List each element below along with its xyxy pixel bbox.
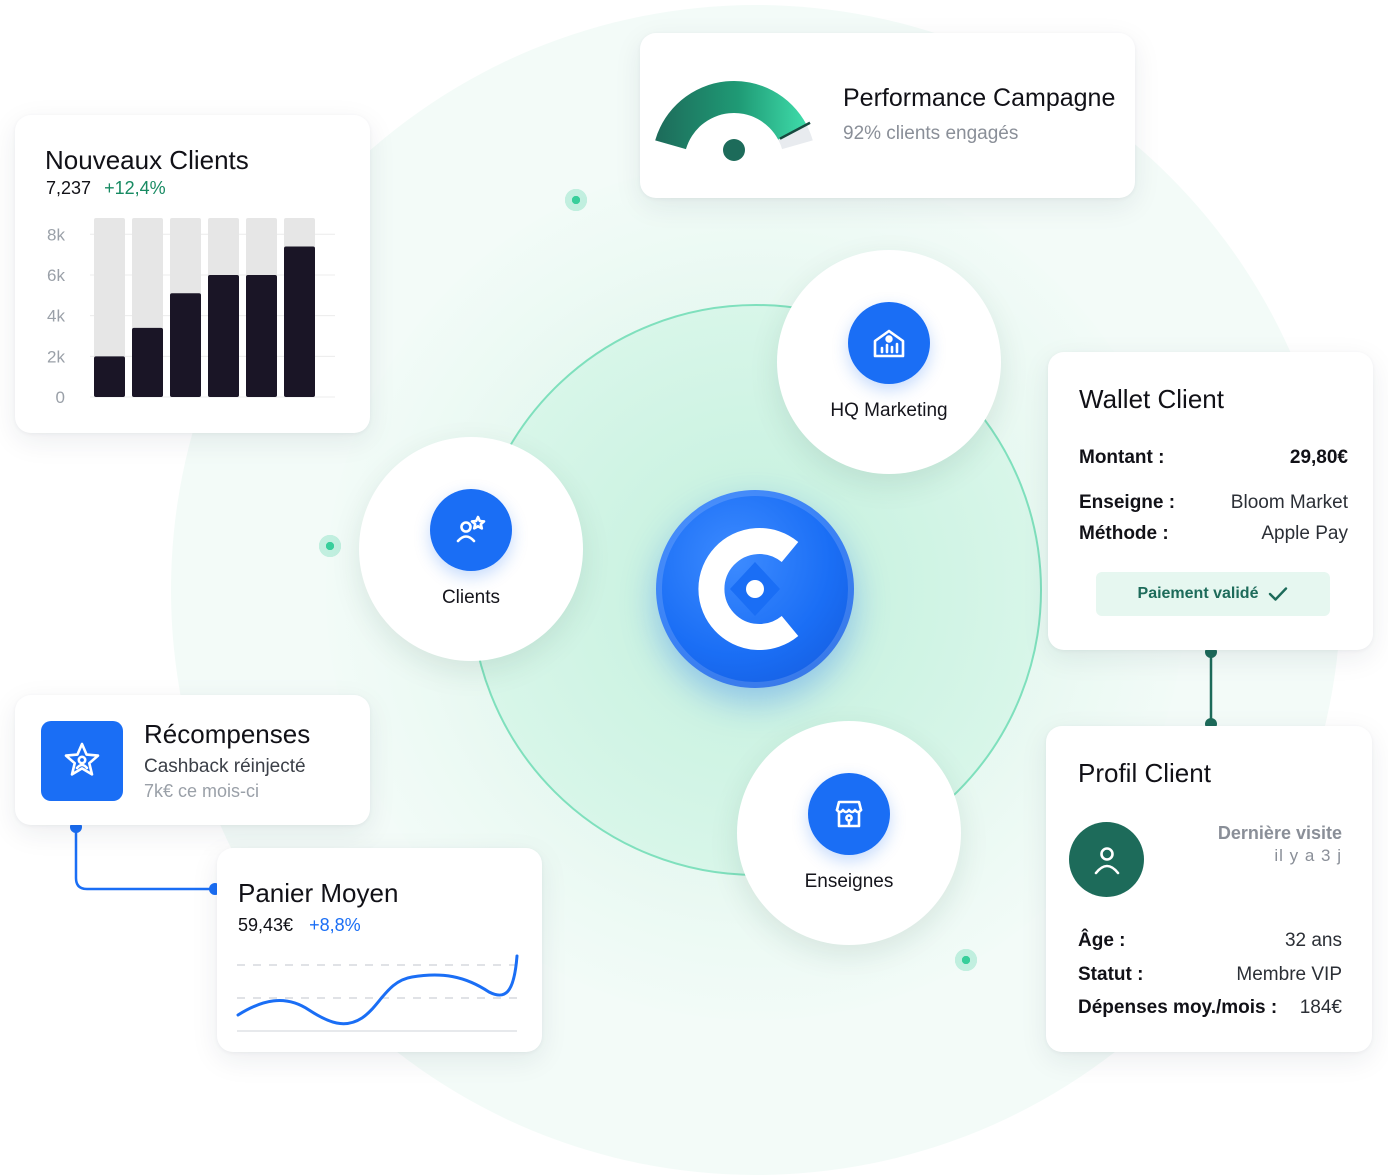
row-label: Dépenses moy./mois :: [1078, 997, 1278, 1018]
glow-dot: [953, 947, 979, 973]
wallet-row-methode: Méthode : Apple Pay: [1079, 523, 1348, 545]
card-title: Profil Client: [1078, 758, 1211, 788]
profil-row-depenses: Dépenses moy./mois : 184€: [1078, 997, 1342, 1019]
stat-change: +8,8%: [309, 915, 361, 935]
stat-value: 59,43€: [238, 915, 294, 935]
bar-chart: 8k 6k 4k 2k 0: [47, 218, 335, 407]
stat-value: 7,237: [46, 178, 92, 198]
row-value: 184€: [1299, 997, 1342, 1018]
row-label: Méthode :: [1079, 523, 1169, 544]
panier-moyen-card: Panier Moyen 59,43€ +8,8%: [217, 848, 542, 1052]
glow-dot: [317, 533, 343, 559]
profil-row-statut: Statut : Membre VIP: [1078, 964, 1342, 986]
row-value: 32 ans: [1284, 930, 1342, 951]
row-label: Statut :: [1078, 964, 1144, 985]
payment-status-button[interactable]: Paiement validé: [1096, 572, 1330, 616]
card-title: Récompenses: [144, 719, 311, 749]
row-label: Montant :: [1079, 447, 1165, 468]
gauge-hub: [723, 139, 745, 161]
glow-dot: [563, 187, 589, 213]
row-value: Bloom Market: [1230, 492, 1348, 513]
row-label: Enseigne :: [1079, 492, 1176, 513]
last-visit-label: Dernière visite: [1217, 823, 1342, 843]
node-label: HQ Marketing: [830, 400, 948, 421]
card-title: Nouveaux Clients: [45, 145, 249, 175]
y-tick-label: 0: [56, 388, 65, 407]
line-chart: [236, 954, 519, 1032]
recompenses-card: Récompenses Cashback réinjecté 7k€ ce mo…: [15, 695, 370, 825]
y-tick-label: 6k: [47, 266, 65, 285]
profil-row-age: Âge : 32 ans: [1078, 930, 1342, 952]
wallet-row-montant: Montant : 29,80€: [1079, 447, 1348, 469]
bar: [94, 356, 125, 397]
row-value: 29,80€: [1289, 447, 1348, 468]
bar: [208, 274, 239, 397]
series-line: [236, 954, 519, 1026]
node-clients[interactable]: Clients: [359, 437, 583, 661]
stat-change: +12,4%: [104, 178, 166, 198]
card-title: Wallet Client: [1079, 384, 1224, 414]
node-label: Enseignes: [804, 871, 894, 892]
performance-card: Performance Campagne 92% clients engagés: [640, 33, 1135, 198]
user-star-icon: [430, 489, 512, 571]
building-chart-icon: [848, 302, 930, 384]
gauge-fill: [655, 81, 807, 150]
bar: [284, 246, 315, 397]
star-badge-icon: [41, 721, 123, 801]
stat-row: 7,237 +12,4%: [46, 178, 166, 199]
gauge-needle: [779, 121, 811, 140]
recompenses-line1: Cashback réinjecté: [144, 756, 306, 777]
bar-track: [94, 218, 125, 397]
bar: [246, 274, 277, 397]
row-label: Âge :: [1078, 930, 1126, 951]
recompenses-line2: 7k€ ce mois-ci: [144, 781, 260, 801]
node-enseignes[interactable]: Enseignes: [737, 721, 961, 945]
card-title: Performance Campagne: [843, 84, 1116, 112]
brand-c-logo-icon: [698, 528, 799, 650]
stat-row: 59,43€ +8,8%: [238, 915, 361, 936]
status-label: Paiement validé: [1137, 585, 1259, 602]
avatar: [1069, 822, 1144, 897]
node-label: Clients: [441, 587, 501, 608]
bar: [170, 293, 201, 397]
user-icon: [1094, 846, 1119, 874]
bar: [132, 327, 163, 397]
y-tick-label: 4k: [47, 307, 65, 326]
card-title: Panier Moyen: [238, 878, 399, 908]
row-value: Membre VIP: [1236, 964, 1342, 985]
check-icon: [1269, 587, 1288, 601]
wallet-row-enseigne: Enseigne : Bloom Market: [1079, 492, 1348, 514]
center-logo[interactable]: [656, 490, 854, 688]
last-visit-value: il y a 3 j: [1274, 846, 1342, 865]
row-value: Apple Pay: [1261, 523, 1348, 544]
y-tick-label: 8k: [47, 225, 65, 244]
node-hq-marketing[interactable]: HQ Marketing: [777, 250, 1001, 474]
gauge-icon: [655, 80, 813, 161]
wallet-card: Wallet Client Montant : 29,80€ Enseigne …: [1048, 352, 1373, 650]
nouveaux-clients-card: Nouveaux Clients 7,237 +12,4% 8k 6k 4k 2k 0: [15, 115, 370, 433]
profil-card: Profil Client Dernière visite il y a 3 j…: [1046, 726, 1372, 1052]
storefront-icon: [808, 773, 890, 855]
y-tick-label: 2k: [47, 347, 65, 366]
card-subtitle: 92% clients engagés: [843, 123, 1019, 144]
